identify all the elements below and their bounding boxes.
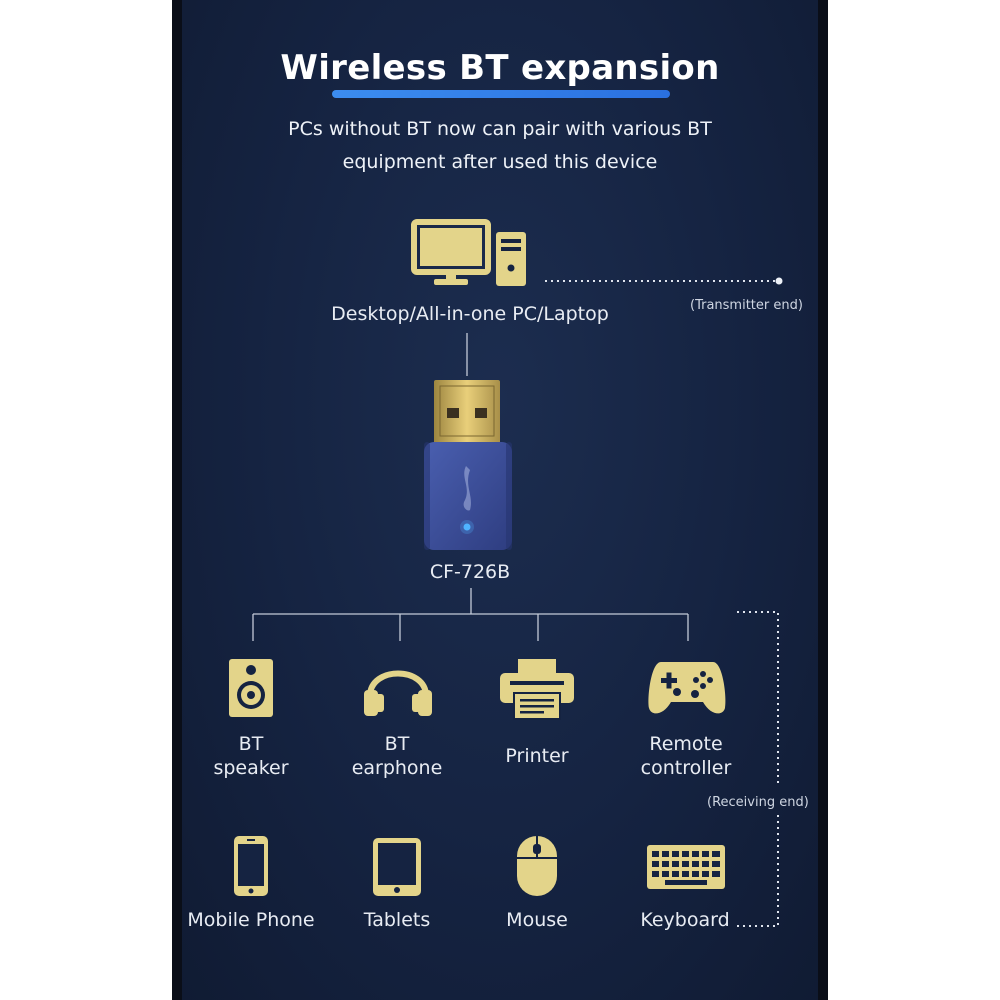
page-title: Wireless BT expansion [280,48,720,88]
gamepad-icon [648,662,726,714]
device-label-remote-controller: Remote controller [621,732,751,780]
title-underline [332,90,670,98]
transmitter-end-label: (Transmitter end) [690,298,803,313]
pc-label: Desktop/All-in-one PC/Laptop [331,303,609,325]
subtitle-line-2: equipment after used this device [342,151,658,173]
mouse-icon [517,836,557,896]
device-label-keyboard: Keyboard [640,909,730,931]
device-model-label: CF-726B [429,561,511,583]
usb-dongle-icon [424,380,512,550]
label-line-2: earphone [351,757,443,779]
label-line-1: BT [384,733,410,755]
subtitle-line-1: PCs without BT now can pair with various… [288,118,712,140]
right-border [818,0,828,1000]
label-line-2: controller [640,757,732,779]
device-label-mobile-phone: Mobile Phone [187,909,315,931]
speaker-icon [229,659,273,717]
receiving-end-label: (Receiving end) [707,795,809,810]
tablet-icon [373,838,421,896]
printer-icon [500,659,574,720]
keyboard-icon [647,845,725,889]
device-label-tablets: Tablets [363,909,431,931]
desktop-pc-icon [411,219,526,286]
device-label-printer: Printer [505,745,569,767]
label-line-1: Remote [649,733,723,755]
device-label-mouse: Mouse [506,909,568,931]
headphones-icon [364,670,432,716]
label-line-2: speaker [213,757,289,779]
phone-icon [234,836,268,896]
left-border [172,0,182,1000]
device-label-speaker: BT speaker [196,732,306,780]
label-line-1: BT [238,733,264,755]
device-label-earphone: BT earphone [337,732,457,780]
